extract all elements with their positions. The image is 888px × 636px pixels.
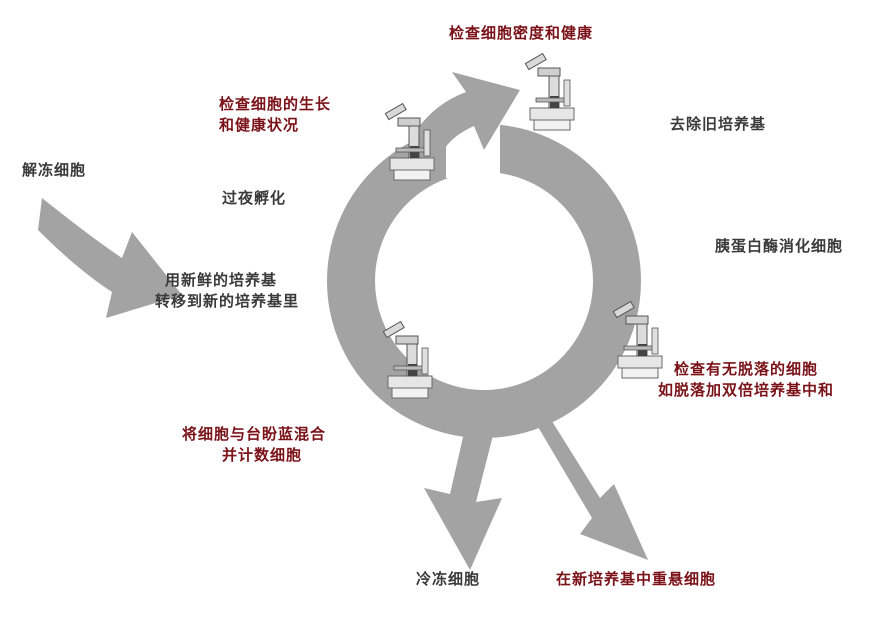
resuspend-arrow [528,402,648,560]
label-thaw: 解冻细胞 [22,161,87,179]
microscope-icon [524,53,575,131]
label-count: 将细胞与台盼蓝混合 并计数细胞 [182,425,327,464]
label-resuspend: 在新培养基中重悬细胞 [556,570,717,588]
label-check-growth: 检查细胞的生长 和健康状况 [219,95,332,134]
label-remove-medium: 去除旧培养基 [670,115,767,133]
label-overnight: 过夜孵化 [222,189,287,207]
thaw-arrow [38,198,182,318]
cycle-ring [327,124,641,438]
label-trypsin: 胰蛋白酶消化细胞 [715,237,844,255]
label-check-detach: 检查有无脱落的细胞 如脱落加双倍培养基中和 [658,360,835,399]
label-check-density: 检查细胞密度和健康 [449,24,594,42]
label-transfer: 用新鲜的培养基 转移到新的培养基里 [155,271,300,310]
label-freeze: 冷冻细胞 [416,570,481,588]
microscope-icon [384,103,435,181]
freeze-arrow [424,398,502,570]
